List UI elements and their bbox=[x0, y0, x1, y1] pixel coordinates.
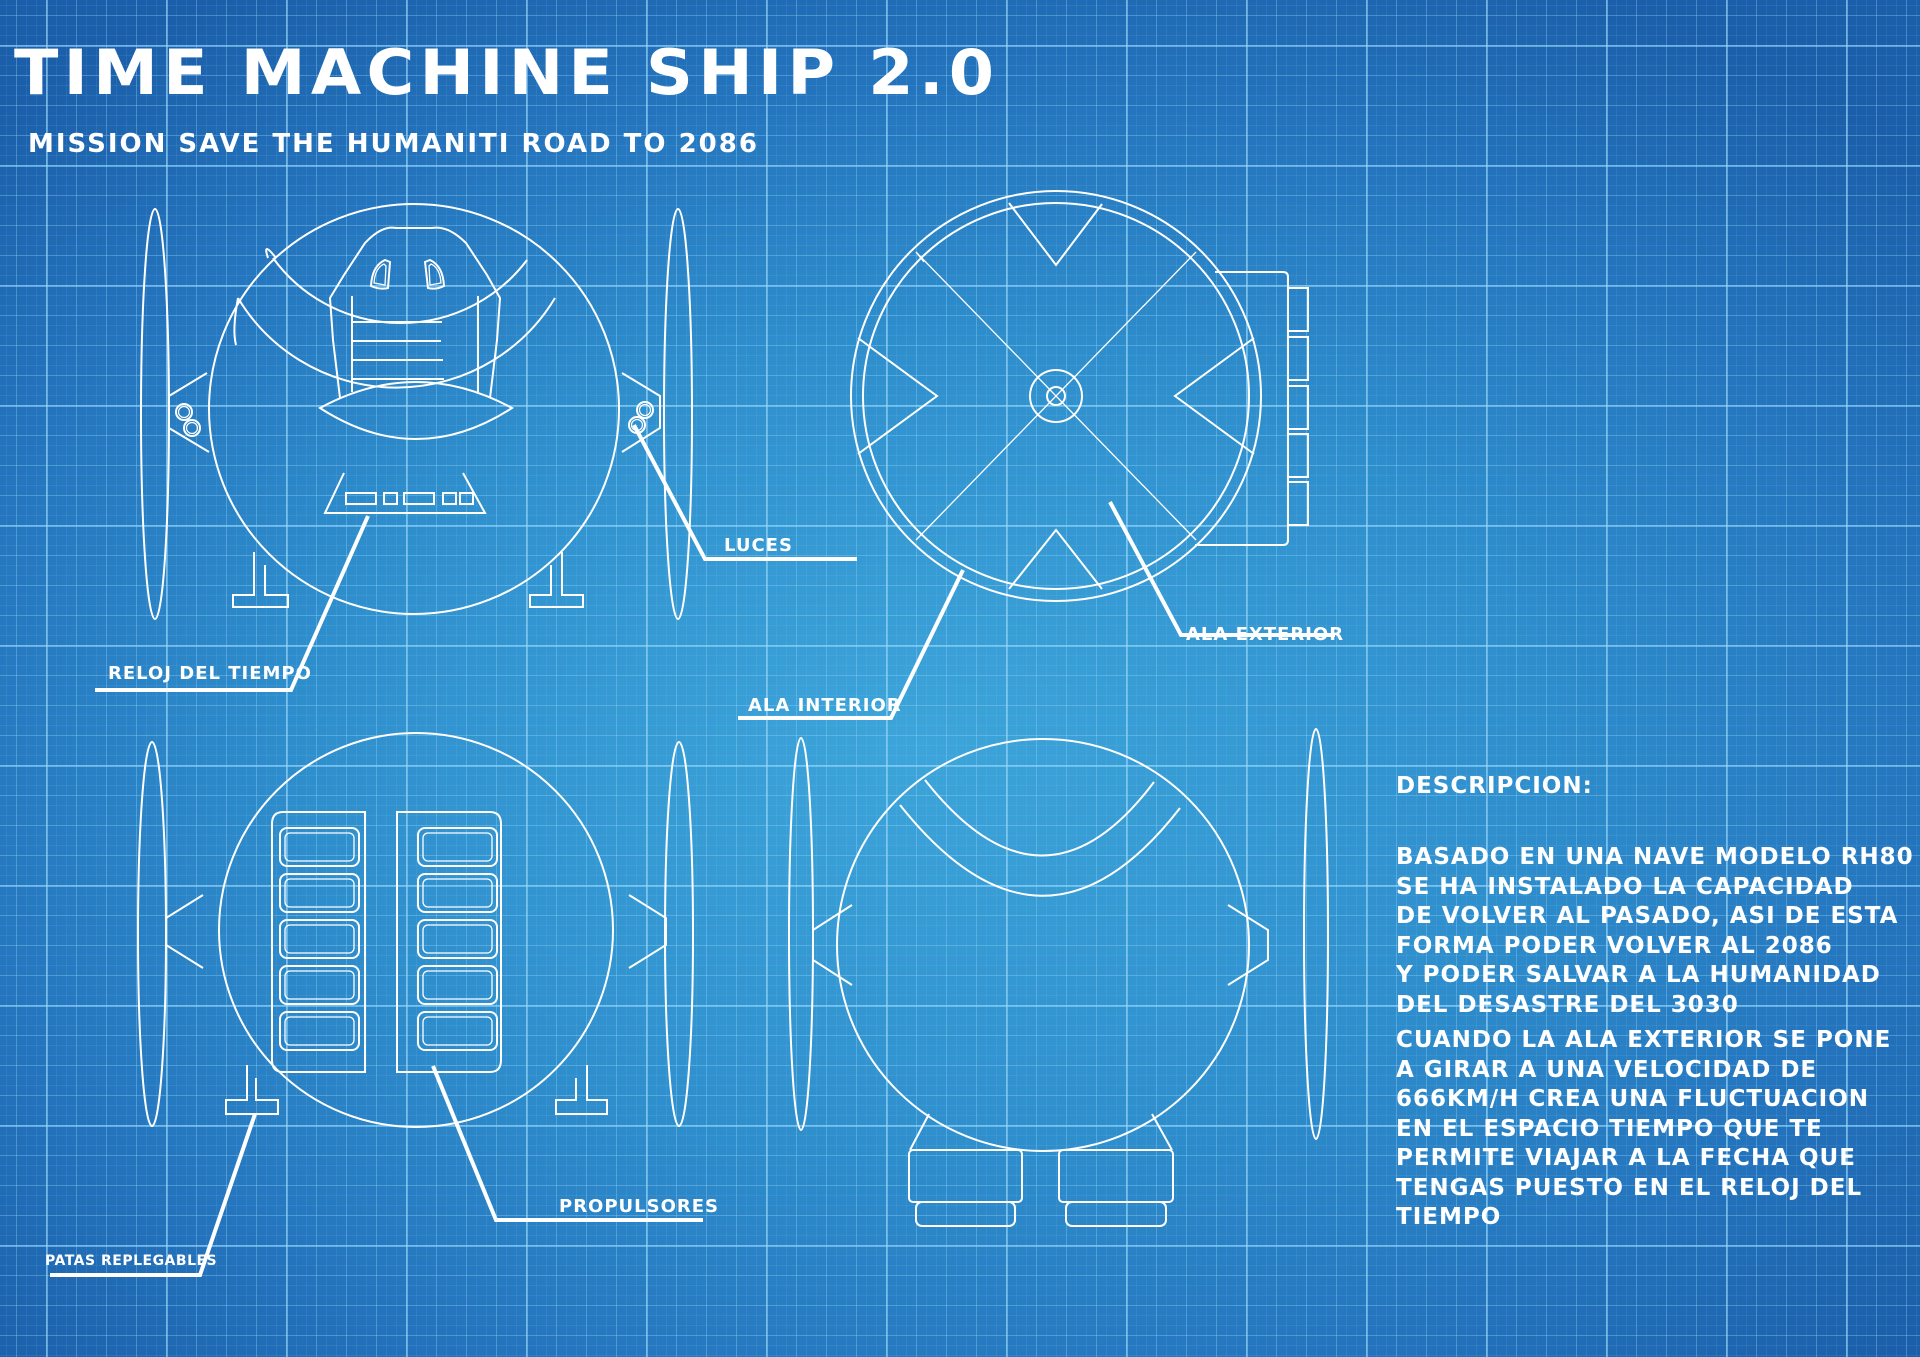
left-foot-pod bbox=[909, 1114, 1022, 1226]
right-wing-blade bbox=[664, 209, 692, 619]
callout-line-reloj bbox=[95, 516, 368, 690]
callout-patas-replegables: PATAS REPLEGABLES bbox=[45, 1253, 218, 1269]
side-left-wing-blade bbox=[789, 738, 813, 1130]
rear-body bbox=[219, 733, 613, 1127]
description-paragraph-2: CUANDO LA ALA EXTERIOR SE PONE A GIRAR A… bbox=[1396, 1026, 1896, 1233]
callout-luces: LUCES bbox=[724, 535, 793, 556]
description-line: DE VOLVER AL PASADO, ASI DE ESTA bbox=[1396, 903, 1899, 929]
dome-outer-arc bbox=[238, 298, 555, 388]
callout-line-ala-interior bbox=[738, 570, 963, 718]
center-hub bbox=[1030, 370, 1082, 422]
callout-reloj-del-tiempo: RELOJ DEL TIEMPO bbox=[108, 663, 312, 684]
description-panel: DESCRIPCION: BASADO EN UNA NAVE MODELO R… bbox=[1396, 771, 1914, 1239]
seat bbox=[330, 228, 500, 398]
description-paragraph-1: BASADO EN UNA NAVE MODELO RH80 SE HA INS… bbox=[1396, 843, 1914, 1020]
dome-inner-arc bbox=[273, 258, 527, 323]
rear-left-leg bbox=[226, 1065, 278, 1114]
page-title: TIME MACHINE SHIP 2.0 bbox=[14, 36, 1000, 109]
description-line: TIEMPO bbox=[1396, 1204, 1502, 1230]
rear-view bbox=[138, 733, 693, 1127]
description-line: 666KM/H CREA UNA FLUCTUACION bbox=[1396, 1086, 1870, 1112]
callout-line-patas bbox=[50, 1114, 255, 1275]
page-subtitle: MISSION SAVE THE HUMANITI ROAD TO 2086 bbox=[28, 129, 759, 159]
description-line: SE HA INSTALADO LA CAPACIDAD bbox=[1396, 873, 1854, 900]
side-right-wing-blade bbox=[1304, 729, 1328, 1139]
left-leg bbox=[233, 552, 288, 607]
side-module bbox=[1195, 272, 1308, 545]
outer-ring bbox=[851, 191, 1261, 601]
description-line: A GIRAR A UNA VELOCIDAD DE bbox=[1396, 1056, 1818, 1083]
callout-line-propulsores bbox=[433, 1066, 703, 1220]
description-heading: DESCRIPCION: bbox=[1396, 773, 1593, 799]
top-view bbox=[851, 191, 1308, 601]
left-thruster-bank bbox=[272, 812, 365, 1072]
description-line: TENGAS PUESTO EN EL RELOJ DEL bbox=[1396, 1174, 1863, 1201]
side-view bbox=[789, 729, 1328, 1226]
rear-left-wing-blade bbox=[138, 742, 166, 1126]
callout-propulsores: PROPULSORES bbox=[559, 1196, 720, 1217]
description-line: EN EL ESPACIO TIEMPO QUE TE bbox=[1396, 1115, 1823, 1142]
description-line: CUANDO LA ALA EXTERIOR SE PONE bbox=[1396, 1027, 1892, 1053]
callout-ala-exterior: ALA EXTERIOR bbox=[1186, 624, 1345, 645]
rear-right-wing-blade bbox=[665, 742, 693, 1126]
right-thruster-bank bbox=[397, 812, 501, 1072]
right-leg bbox=[530, 552, 583, 607]
description-line: Y PODER SALVAR A LA HUMANIDAD bbox=[1396, 962, 1881, 988]
rear-right-leg bbox=[556, 1065, 607, 1114]
front-view bbox=[141, 204, 692, 619]
callout-line-ala-exterior bbox=[1110, 502, 1335, 635]
description-line: FORMA PODER VOLVER AL 2086 bbox=[1396, 932, 1833, 959]
description-line: BASADO EN UNA NAVE MODELO RH80 bbox=[1396, 844, 1914, 870]
time-clock-panel bbox=[325, 473, 485, 513]
description-line: PERMITE VIAJAR A LA FECHA QUE bbox=[1396, 1145, 1856, 1171]
right-foot-pod bbox=[1059, 1114, 1173, 1226]
left-wing-blade bbox=[141, 209, 169, 619]
callout-ala-interior: ALA INTERIOR bbox=[748, 695, 902, 716]
description-line: DEL DESASTRE DEL 3030 bbox=[1396, 991, 1739, 1018]
inner-ring bbox=[863, 203, 1249, 589]
seat-bowl bbox=[320, 382, 512, 439]
front-body bbox=[209, 204, 619, 614]
side-body bbox=[837, 739, 1249, 1151]
callout-line-luces bbox=[634, 425, 857, 559]
